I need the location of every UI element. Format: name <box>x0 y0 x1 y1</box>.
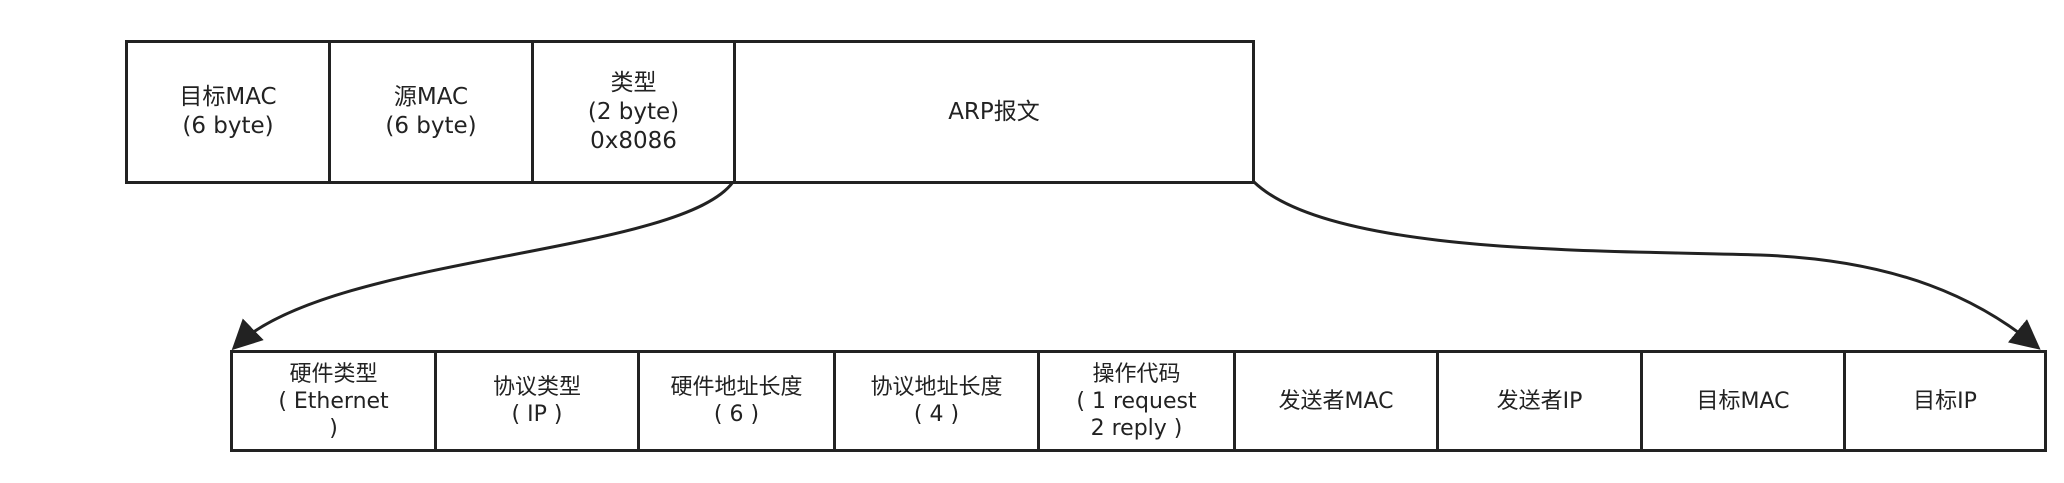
right-expansion-arrow <box>1252 180 2041 350</box>
arp-field-opcode: 操作代码 ( 1 request 2 reply ) <box>1040 353 1236 449</box>
arp-field-protocol-type: 协议类型 ( IP ) <box>437 353 640 449</box>
frame-field-dest-mac: 目标MAC (6 byte) <box>128 43 331 181</box>
arp-field-sender-ip: 发送者IP <box>1439 353 1643 449</box>
arp-field-sender-mac: 发送者MAC <box>1236 353 1439 449</box>
arp-packet-row: 硬件类型 ( Ethernet ) 协议类型 ( IP ) 硬件地址长度 ( 6… <box>230 350 2047 452</box>
arp-field-hardware-type: 硬件类型 ( Ethernet ) <box>233 353 437 449</box>
frame-field-src-mac: 源MAC (6 byte) <box>331 43 534 181</box>
frame-field-arp-payload: ARP报文 <box>948 98 1040 125</box>
arp-field-target-mac: 目标MAC <box>1643 353 1846 449</box>
frame-field-type: 类型 (2 byte) 0x8086 <box>534 43 736 181</box>
ethernet-frame-row: 目标MAC (6 byte) 源MAC (6 byte) 类型 (2 byte)… <box>125 40 1255 184</box>
left-expansion-arrow <box>231 181 735 351</box>
arp-field-hardware-addr-len: 硬件地址长度 ( 6 ) <box>640 353 836 449</box>
arp-field-target-ip: 目标IP <box>1913 388 1977 414</box>
arp-field-protocol-addr-len: 协议地址长度 ( 4 ) <box>836 353 1040 449</box>
